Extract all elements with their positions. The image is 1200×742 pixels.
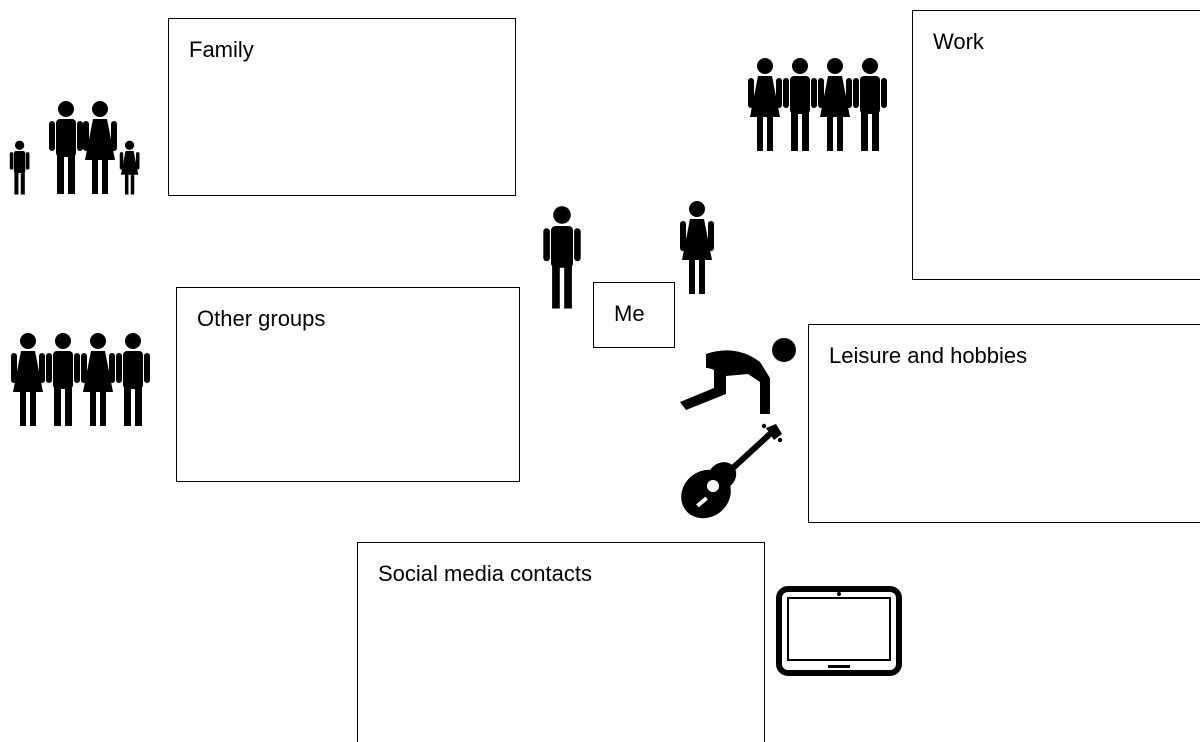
person-exercising-icon xyxy=(676,334,801,416)
work-box: Work xyxy=(912,10,1200,280)
other-groups-label: Other groups xyxy=(197,306,326,331)
family-box: Family xyxy=(168,18,516,196)
social-media-box: Social media contacts xyxy=(357,542,765,742)
man-icon xyxy=(540,205,584,313)
tablet-icon xyxy=(776,586,902,676)
family-group-icon xyxy=(6,98,152,198)
leisure-box: Leisure and hobbies xyxy=(808,324,1200,523)
woman-icon xyxy=(674,200,720,298)
other-groups-box: Other groups xyxy=(176,287,520,482)
leisure-label: Leisure and hobbies xyxy=(829,343,1028,368)
family-label: Family xyxy=(189,37,254,62)
people-group-icon xyxy=(8,330,156,430)
me-label: Me xyxy=(614,301,645,326)
work-label: Work xyxy=(933,29,984,54)
social-media-label: Social media contacts xyxy=(378,561,592,586)
guitar-icon xyxy=(676,420,786,526)
work-group-icon xyxy=(745,55,893,155)
me-box: Me xyxy=(593,282,675,348)
